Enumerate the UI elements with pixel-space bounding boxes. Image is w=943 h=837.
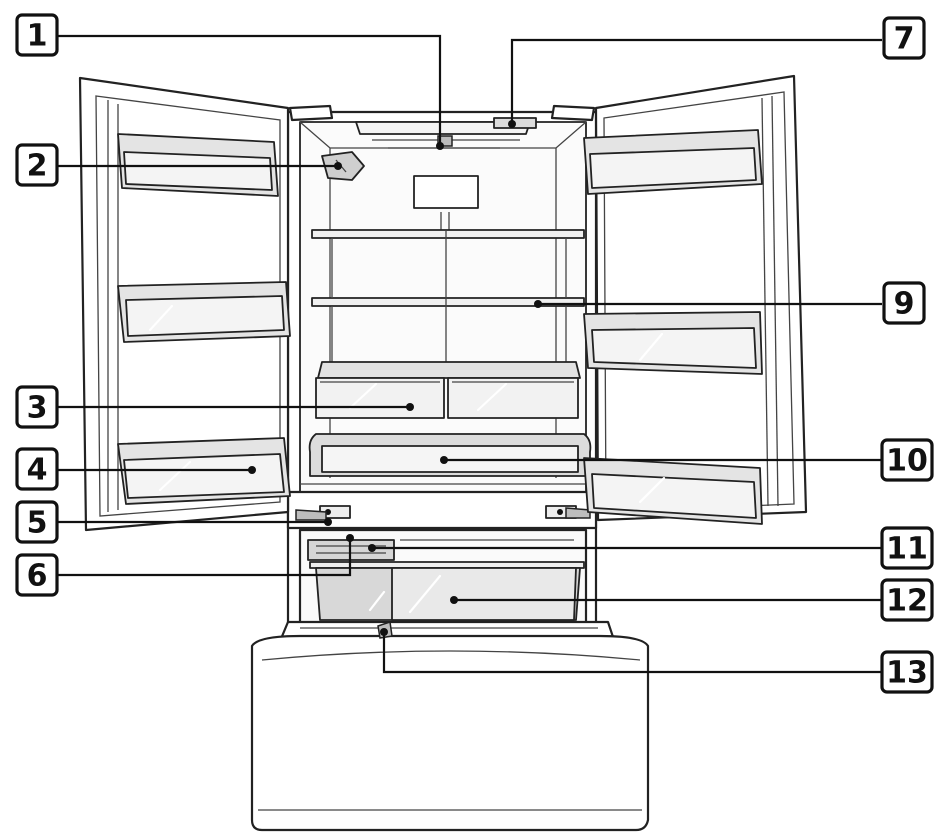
vegetable-drawers (315, 361, 581, 419)
callout-5: 5 (15, 500, 59, 544)
callout-2: 2 (15, 143, 59, 187)
water-filter-housing (321, 151, 365, 181)
callout-number: 10 (886, 444, 928, 479)
callout-13: 13 (880, 650, 934, 694)
callout-number: 13 (886, 656, 928, 691)
callout-3: 3 (15, 385, 59, 429)
freezer-compartment (298, 528, 588, 642)
glass-shelves (311, 229, 585, 362)
callout-7: 7 (882, 16, 926, 60)
callout-number: 5 (27, 506, 48, 541)
callout-number: 1 (27, 19, 48, 54)
callout-number: 7 (894, 22, 915, 57)
mullion-divider (286, 490, 598, 530)
callout-number: 11 (886, 532, 928, 567)
callout-1: 1 (15, 13, 59, 57)
callout-number: 2 (27, 149, 48, 184)
callout-11: 11 (880, 526, 934, 570)
leader-lines (58, 34, 882, 674)
callout-4: 4 (15, 447, 59, 491)
callout-number: 6 (27, 559, 48, 594)
callout-6: 6 (15, 553, 59, 597)
callout-number: 4 (27, 453, 48, 488)
air-vent (413, 175, 479, 232)
chiller-drawer (300, 433, 592, 485)
right-door (583, 74, 808, 525)
callout-number: 3 (27, 391, 48, 426)
ceiling-light-panel (355, 121, 531, 149)
callout-9: 9 (882, 281, 926, 325)
freezer-drawer (250, 620, 650, 832)
callout-number: 9 (894, 287, 915, 322)
callout-10: 10 (880, 438, 934, 482)
callout-12: 12 (880, 578, 934, 622)
left-door (78, 76, 291, 532)
callout-number: 12 (886, 584, 928, 619)
